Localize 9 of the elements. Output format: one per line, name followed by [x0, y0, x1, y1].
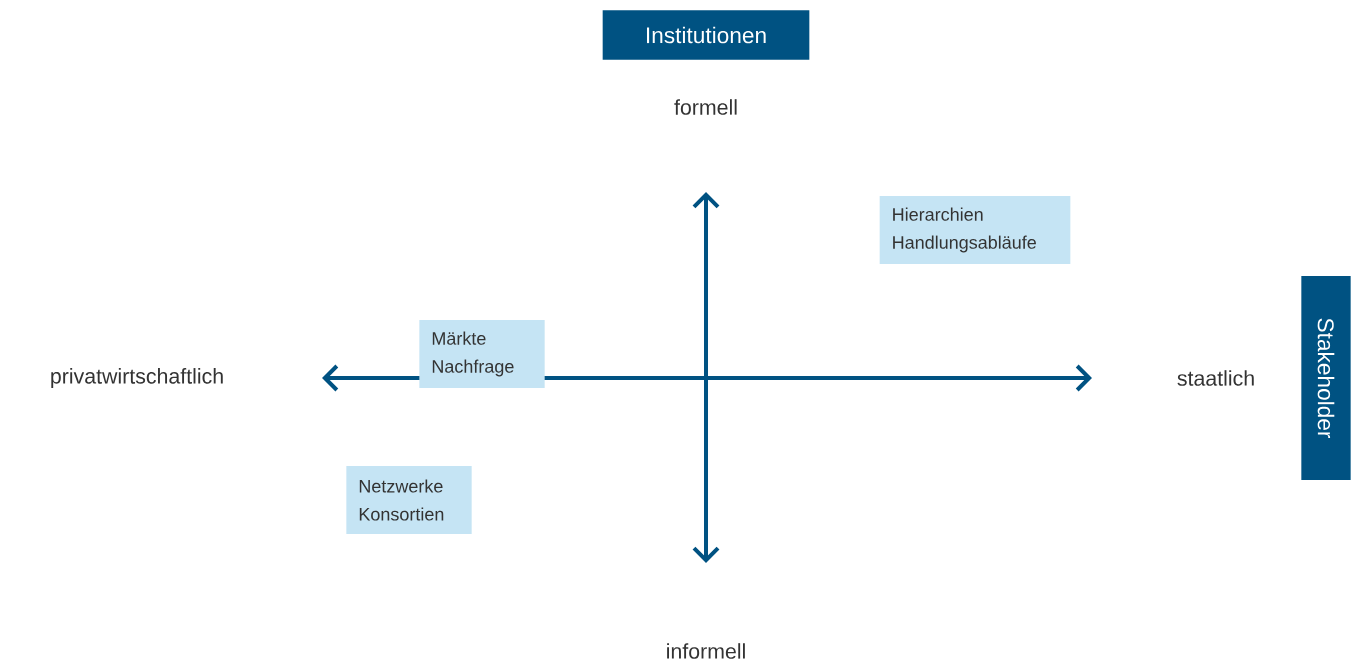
axis-label: formell: [674, 99, 737, 115]
title-box: Institutionen: [602, 10, 810, 60]
axis-label: privatwirtschaftlich: [51, 368, 223, 388]
text-box: Hierarchien Handlungsabläufe: [879, 196, 1071, 264]
axis-label: staatlich: [1177, 370, 1254, 386]
text-box: Märkte Nachfrage: [419, 320, 545, 388]
text-box: Netzwerke Konsortien: [346, 466, 472, 534]
axis-label: informell: [667, 643, 745, 659]
title-box: Stakeholder: [1301, 276, 1351, 480]
